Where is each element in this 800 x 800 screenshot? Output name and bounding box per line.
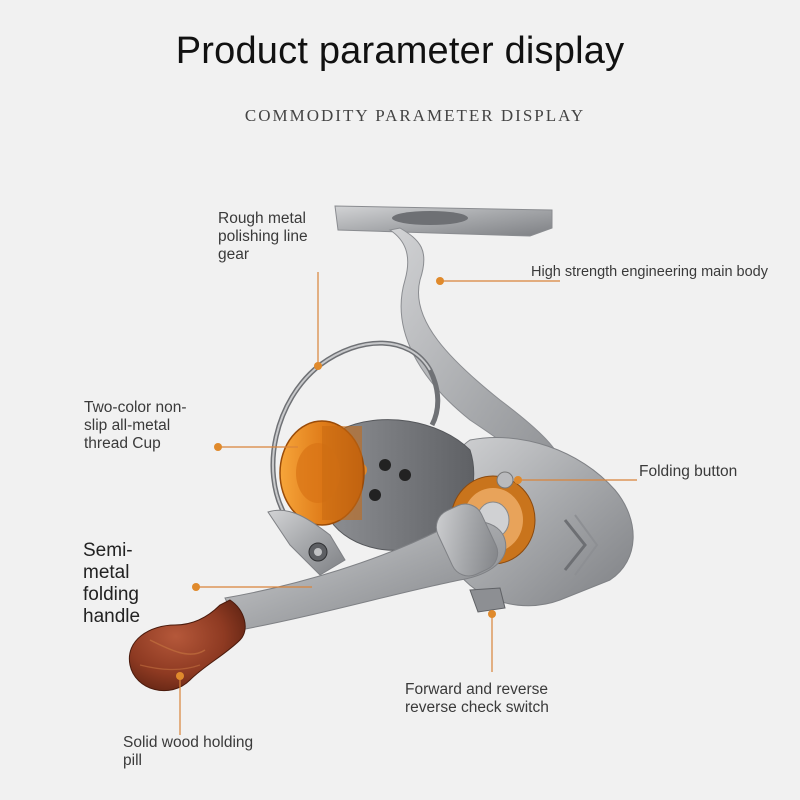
folding-button <box>496 471 514 489</box>
reel-bail-arm <box>267 509 346 576</box>
callout-folding-button: Folding button <box>639 463 738 480</box>
reel-housing-chevron-2 <box>574 514 599 576</box>
pointer-line-main-body <box>436 277 560 285</box>
pointer-line-gear <box>314 272 322 370</box>
callout-check-switch: Forward and reverse reverse check switch <box>405 681 549 716</box>
check-switch <box>469 587 506 613</box>
callout-folding-handle: Semi- metal folding handle <box>83 540 141 627</box>
page-subtitle: COMMODITY PARAMETER DISPLAY <box>244 106 586 125</box>
wood-handle-knob <box>128 599 246 692</box>
callout-thread-cup: Two-color non- slip all-metal thread Cup <box>84 399 187 452</box>
reel-handle-arm <box>224 520 507 631</box>
callout-holding-pill: Solid wood holding pill <box>123 734 254 769</box>
callout-line-gear: Rough metal polishing line gear <box>218 210 308 263</box>
reel-foot-slot <box>392 211 468 225</box>
pointer-line-holding-pill <box>176 672 184 735</box>
callout-main-body: High strength engineering main body <box>531 264 768 280</box>
reel-housing-chevron <box>563 519 587 571</box>
pointer-line-folding-button <box>514 476 637 484</box>
pointer-line-check-switch <box>488 610 496 672</box>
page-title: Product parameter display <box>175 30 625 72</box>
pointer-line-thread-cup <box>214 443 298 451</box>
pointer-line-folding-handle <box>192 583 312 591</box>
